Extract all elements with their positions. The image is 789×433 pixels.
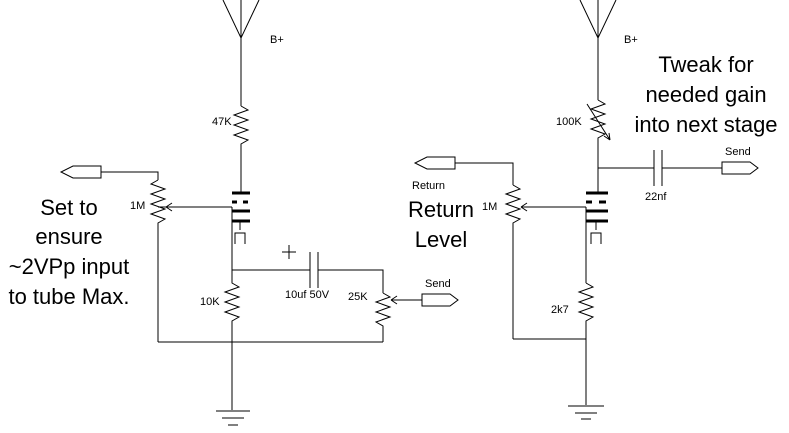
right-bplus-antenna (579, 0, 617, 100)
capacitor-22nf-label: 22nf (645, 191, 667, 203)
input-pot-1m (149, 179, 167, 342)
cathode-wire (232, 269, 384, 293)
plate-resistor-47k (232, 105, 250, 193)
resistor-10k-label: 10K (200, 296, 220, 308)
return-small-label: Return (412, 180, 445, 192)
note-tweak: Tweak for needed gain into next stage (634, 52, 777, 137)
left-triode (158, 191, 250, 270)
variable-resistor-arrow (586, 103, 611, 141)
capacitor-22nf (653, 150, 663, 186)
left-bplus-label: B+ (270, 34, 284, 46)
note-tweak-line-3: into next stage (634, 112, 777, 137)
send-pot-wiper-arrow (390, 295, 422, 305)
note-set-to-line-2: ensure (35, 224, 102, 249)
return-pot-wiper-arrow (520, 202, 528, 212)
right-ground-symbol (568, 405, 604, 420)
resistor-100k-label: 100K (556, 116, 582, 128)
input-pot-wiper-arrow (165, 202, 173, 212)
return-level-pot-1m (504, 184, 522, 339)
note-return-level-line-2: Level (415, 227, 468, 252)
note-set-to: Set to ensure ~2VPp input to tube Max. (8, 195, 129, 309)
cathode-resistor-10k (223, 270, 241, 410)
send-left-label: Send (425, 278, 451, 290)
note-set-to-line-1: Set to (40, 195, 97, 220)
return-input-jack (413, 156, 514, 185)
note-tweak-line-2: needed gain (645, 82, 766, 107)
send-right-label: Send (725, 146, 751, 158)
capacitor-10uf (309, 252, 319, 288)
note-set-to-line-3: ~2VPp input (9, 254, 129, 279)
input-pot-1m-label: 1M (130, 200, 145, 212)
right-bplus-label: B+ (624, 34, 638, 46)
note-return-level-line-1: Return (408, 197, 474, 222)
right-send-jack (721, 161, 759, 175)
left-ground-symbol (216, 410, 250, 426)
right-triode (521, 191, 608, 283)
note-set-to-line-4: to tube Max. (8, 284, 129, 309)
note-return-level: Return Level (408, 197, 474, 252)
note-tweak-line-1: Tweak for (658, 52, 753, 77)
return-pot-1m-label: 1M (482, 201, 497, 213)
pot-25k-label: 25K (348, 291, 368, 303)
cathode-resistor-2k7 (577, 282, 595, 405)
left-bplus-antenna (222, 0, 260, 106)
resistor-47k-label: 47K (212, 116, 232, 128)
send-level-pot-25k (374, 292, 392, 342)
resistor-2k7-label: 2k7 (551, 304, 569, 316)
capacitor-10uf-label: 10uf 50V (285, 289, 330, 301)
capacitor-polarity-mark (282, 245, 296, 259)
left-send-jack (421, 293, 459, 307)
left-input-jack (59, 165, 159, 180)
